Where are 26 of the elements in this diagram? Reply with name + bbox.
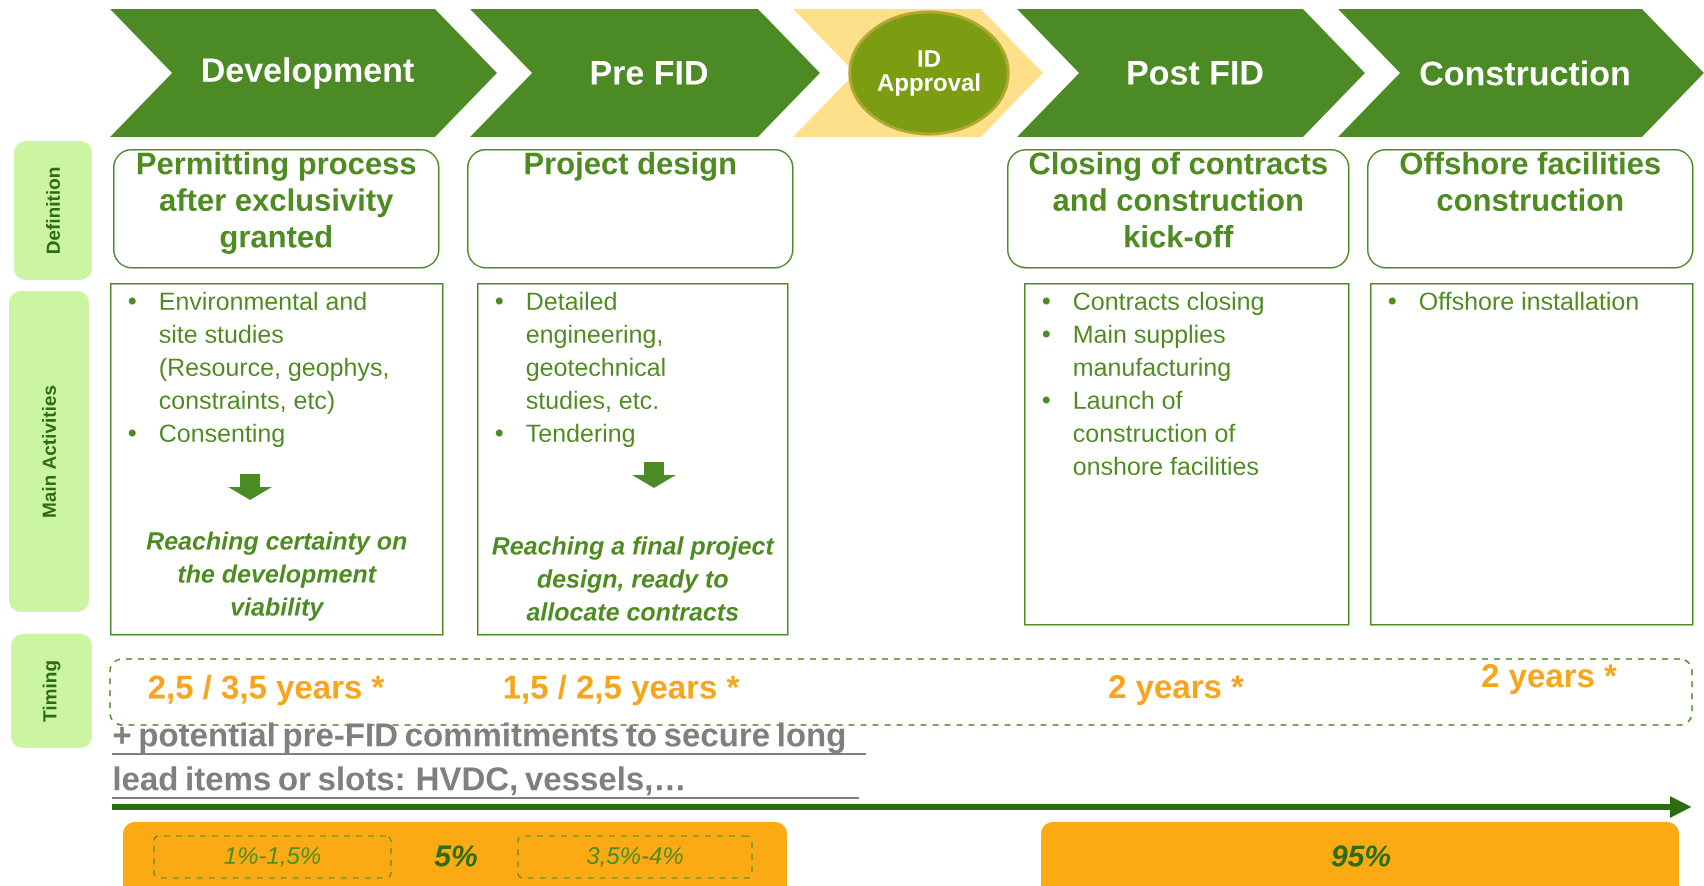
note-text: + potential pre-FID commitments to secure long lead items or slots: HVDC, vessels,… xyxy=(111,722,867,799)
activity-box: Environmental and site studies (Resource, geophys, constraints, etc) Consenting Reaching certainty on the development viability xyxy=(110,283,444,636)
activity-box: Offshore installation xyxy=(1370,283,1694,626)
duration-text: 2 years * xyxy=(1482,664,1617,694)
duration-text: 2 years * xyxy=(1109,675,1244,705)
share-bar xyxy=(123,822,787,886)
activity-box: Detailed engineering, geotechnical studies, etc. Tendering Reaching a final project design, ready to allocate contracts xyxy=(477,283,789,636)
row-tab: Definition xyxy=(14,141,92,280)
definition-box: Permitting process after exclusivity granted xyxy=(113,149,440,269)
phase-banner: Post FID xyxy=(1017,9,1365,137)
activity-box: Contracts closing Main supplies manufacturing Launch of construction of onshore facilities xyxy=(1024,283,1350,626)
definition-box: Offshore facilities construction xyxy=(1367,149,1694,269)
duration-text: 2,5 / 3,5 years * xyxy=(148,674,385,706)
percentage-text: 5% xyxy=(434,845,477,867)
share-bar xyxy=(1041,822,1679,886)
share-box: 1%-1,5% xyxy=(153,835,392,879)
phase-banner: Pre FID xyxy=(470,9,820,137)
duration-text: 1,5 / 2,5 years * xyxy=(504,674,740,706)
share-box: 3,5%-4% xyxy=(517,835,753,879)
row-tab: Main Activities xyxy=(9,291,89,612)
phase-banner: Development xyxy=(110,9,497,137)
phase-banner: Construction xyxy=(1338,9,1704,137)
row-tab: Timing xyxy=(11,634,92,748)
definition-box: Closing of contracts and construction kick-off xyxy=(1007,149,1350,269)
definition-box: Project design xyxy=(467,149,794,269)
percentage-text: 95% xyxy=(1331,845,1391,867)
